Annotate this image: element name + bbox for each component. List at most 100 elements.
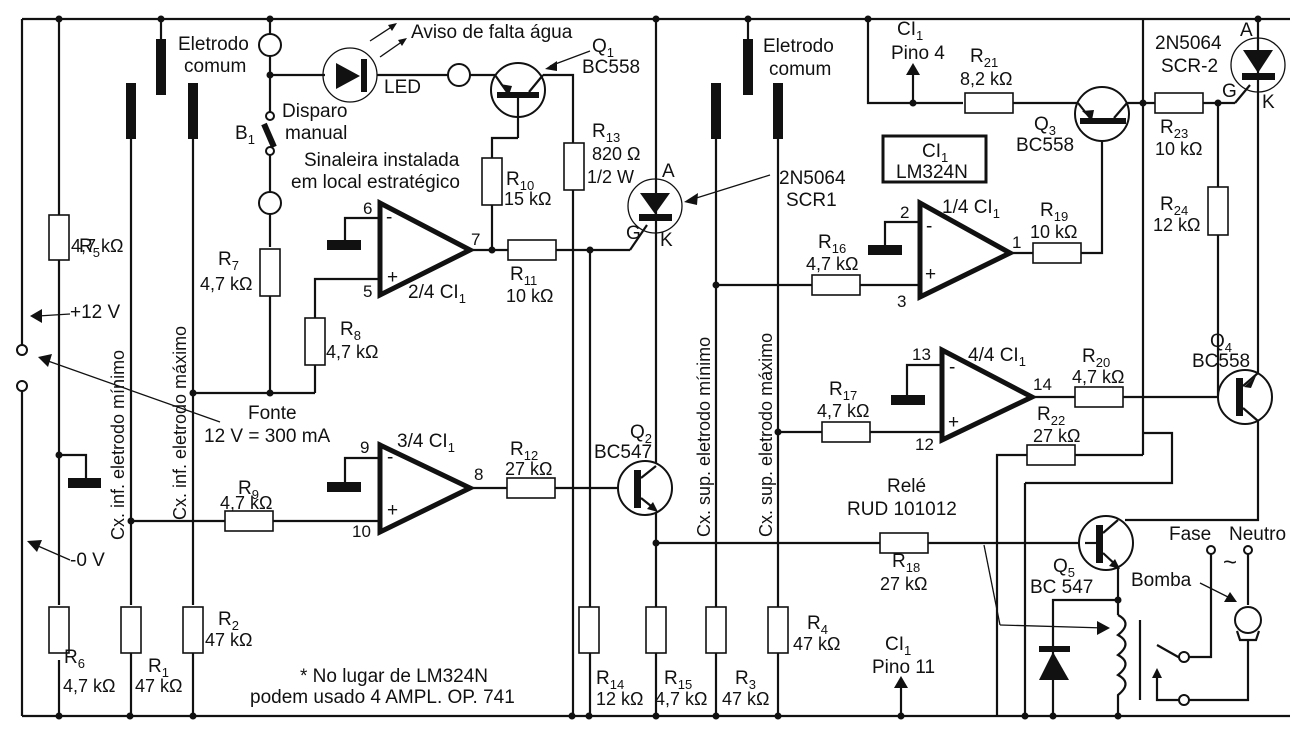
- resistor-r18: [879, 532, 929, 554]
- ac-symbol-icon: ~: [1223, 549, 1237, 576]
- label-ic-box-part: LM324N: [896, 162, 968, 183]
- pin4-arrow-icon: [906, 63, 920, 75]
- opamp-1-4: [917, 198, 1016, 302]
- resistor-r13: [563, 142, 585, 191]
- label-r3: R3: [735, 668, 756, 692]
- r9-value: 4,7 kΩ: [220, 493, 272, 513]
- lamp-terminal: [258, 191, 282, 215]
- pin-7: 7: [471, 230, 480, 249]
- transistor-q3: [1074, 86, 1130, 142]
- label-electrode-common-left: Eletrodo: [178, 34, 249, 55]
- labels: Eletrodo comum Eletrodo comum Aviso de f…: [63, 19, 1286, 709]
- resistor-r14: [578, 606, 600, 654]
- label-scr2-cathode: K: [1262, 92, 1275, 113]
- sign-minus-3: -: [926, 216, 932, 237]
- sign-minus-2: -: [387, 447, 393, 468]
- label-r9: R9: [238, 478, 259, 502]
- resistor-r9: [224, 510, 274, 532]
- source-arrow-icon: [38, 354, 52, 367]
- resistor-r10: [481, 157, 503, 206]
- label-q1-part: BC558: [582, 57, 640, 78]
- r20-value: 4,7 kΩ: [1072, 367, 1124, 387]
- sign-plus-2: +: [387, 500, 398, 521]
- r3-value: 47 kΩ: [722, 689, 769, 709]
- r23-value: 10 kΩ: [1155, 139, 1202, 159]
- label-source-spec: 12 V = 300 mA: [204, 426, 331, 447]
- label-electrode-common-right: Eletrodo: [763, 36, 834, 57]
- label-q5: Q5: [1053, 556, 1075, 580]
- resistor-r4: [767, 606, 789, 654]
- label-q3: Q3: [1034, 114, 1056, 138]
- label-sup-max: Cx. sup. eletrodo máximo: [756, 333, 776, 537]
- zero-arrow-icon: [27, 540, 42, 552]
- label-neutral: Neutro: [1229, 524, 1286, 545]
- warning-lamp-terminal: [447, 63, 471, 87]
- label-r23: R23: [1160, 117, 1188, 141]
- label-pin11: Pino 11: [872, 657, 935, 678]
- r13-power: 1/2 W: [587, 167, 634, 187]
- label-q3-part: BC558: [1016, 135, 1074, 156]
- sign-plus-4: +: [948, 412, 959, 433]
- label-inf-min: Cx. inf. eletrodo mínimo: [108, 350, 128, 540]
- label-q2: Q2: [630, 422, 652, 446]
- led-icon: [336, 63, 360, 89]
- label-relay: Relé: [887, 476, 926, 497]
- label-warning: Aviso de falta água: [411, 22, 573, 43]
- resistor-r8: [304, 317, 326, 366]
- label-note-1: * No lugar de LM324N: [300, 666, 488, 687]
- transistor-q2: [617, 460, 673, 516]
- neutral-terminal: [1243, 545, 1253, 555]
- label-switch-1: Disparo: [282, 101, 347, 122]
- r21-value: 8,2 kΩ: [960, 69, 1012, 89]
- label-r15: R15: [664, 668, 692, 692]
- label-inf-max: Cx. inf. eletrodo máximo: [170, 326, 190, 520]
- sign-minus-1: -: [386, 207, 392, 228]
- resistor-r5: [48, 214, 70, 261]
- label-r11: R11: [510, 264, 537, 288]
- relay-contact-arm[interactable]: [1156, 644, 1181, 659]
- electrode-inf-max: [188, 83, 198, 139]
- label-note-2: podem usado 4 AMPL. OP. 741: [250, 687, 515, 708]
- label-opamp-2-4: 2/4 CI1: [408, 282, 466, 306]
- label-led: LED: [384, 77, 421, 98]
- resistor-r19: [1032, 242, 1082, 264]
- label-r12: R12: [510, 439, 538, 463]
- label-r16: R16: [818, 232, 846, 256]
- resistor-r24: [1207, 186, 1229, 236]
- resistor-r20: [1074, 386, 1124, 408]
- label-scr1-name: SCR1: [786, 190, 837, 211]
- pin-6: 6: [363, 199, 372, 218]
- plus-arrow-icon: [30, 309, 42, 323]
- resistor-r23: [1154, 92, 1204, 114]
- label-switch-name: B1: [235, 123, 255, 147]
- label-q4: Q4: [1210, 331, 1232, 355]
- manual-switch-b1[interactable]: [261, 122, 277, 149]
- label-scr2-anode: A: [1240, 20, 1253, 41]
- power-terminal-plus: [16, 344, 28, 356]
- r15-value: 4,7 kΩ: [655, 689, 707, 709]
- label-lamp-1: Sinaleira instalada: [304, 150, 460, 171]
- resistor-r15: [645, 606, 667, 654]
- resistor-r16: [811, 274, 861, 296]
- label-r13: R13: [592, 121, 620, 145]
- resistor-r7: [259, 248, 281, 297]
- resistor-r6: [48, 606, 70, 654]
- label-q1: Q1: [592, 36, 614, 60]
- label-switch-2: manual: [285, 123, 347, 144]
- label-r20: R20: [1082, 346, 1110, 370]
- r24-value: 12 kΩ: [1153, 215, 1200, 235]
- scr2: [1230, 37, 1286, 93]
- r12-value: 27 kΩ: [505, 459, 552, 479]
- phase-terminal: [1206, 545, 1216, 555]
- label-q4-part: BC558: [1192, 351, 1250, 372]
- label-electrode-common-left-2: comum: [184, 56, 246, 77]
- label-r7: R7: [218, 249, 239, 273]
- r19-value: 10 kΩ: [1030, 222, 1077, 242]
- relay-coil: [1116, 614, 1127, 716]
- label-r18: R18: [892, 551, 920, 575]
- label-r19: R19: [1040, 200, 1068, 224]
- electrode-common-terminal: [258, 33, 282, 57]
- pin11-arrow-icon: [894, 676, 908, 688]
- label-r8: R8: [340, 319, 361, 343]
- r17-value: 4,7 kΩ: [817, 401, 869, 421]
